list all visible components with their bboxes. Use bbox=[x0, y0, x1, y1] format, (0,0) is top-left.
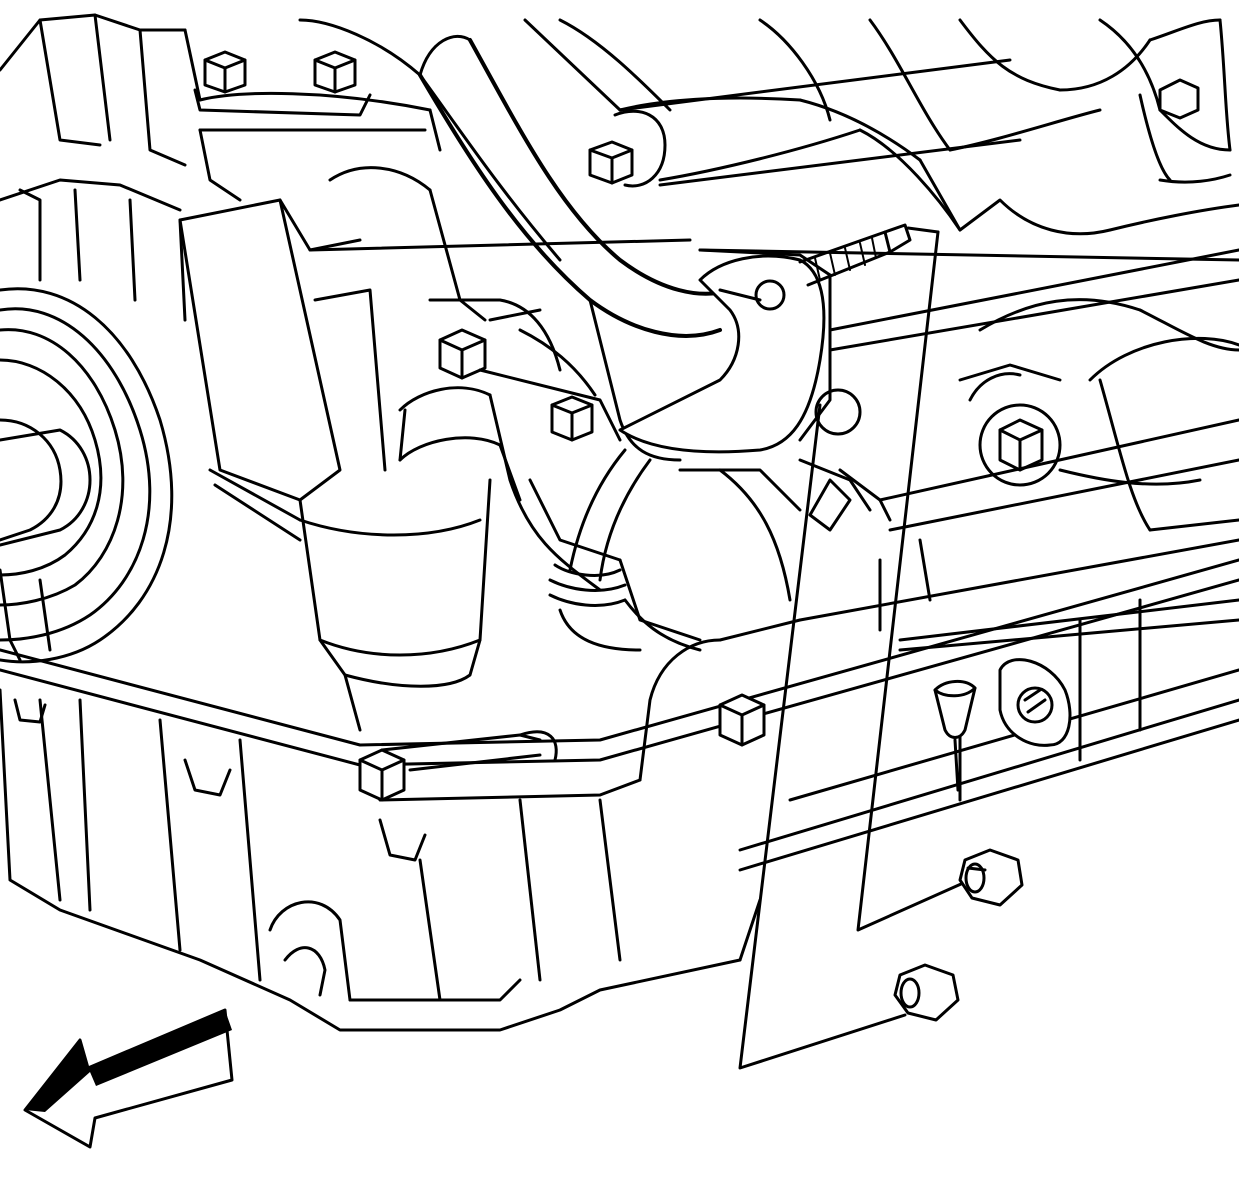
stud bbox=[798, 223, 912, 287]
bracket-boss bbox=[814, 388, 862, 436]
upper-bolts bbox=[193, 50, 1200, 188]
bracket bbox=[618, 248, 862, 454]
direction-arrow bbox=[23, 1008, 234, 1149]
block-boss bbox=[978, 403, 1062, 487]
coolant-pipe bbox=[418, 34, 732, 652]
oil-pressure-port bbox=[998, 658, 1072, 747]
engine-block-middle bbox=[308, 238, 1239, 642]
engine-block-upper bbox=[0, 13, 1239, 382]
oil-pan bbox=[0, 538, 1239, 1032]
oil-pan-bolts bbox=[13, 693, 766, 862]
callout-leader-lines bbox=[738, 226, 972, 1070]
oil-filter bbox=[178, 128, 492, 732]
bracket-hole bbox=[754, 279, 786, 311]
crankshaft-balancer bbox=[0, 188, 187, 664]
oil-level-sensor bbox=[933, 680, 977, 792]
nut-lower bbox=[893, 963, 960, 1022]
nut-upper bbox=[958, 848, 1024, 907]
